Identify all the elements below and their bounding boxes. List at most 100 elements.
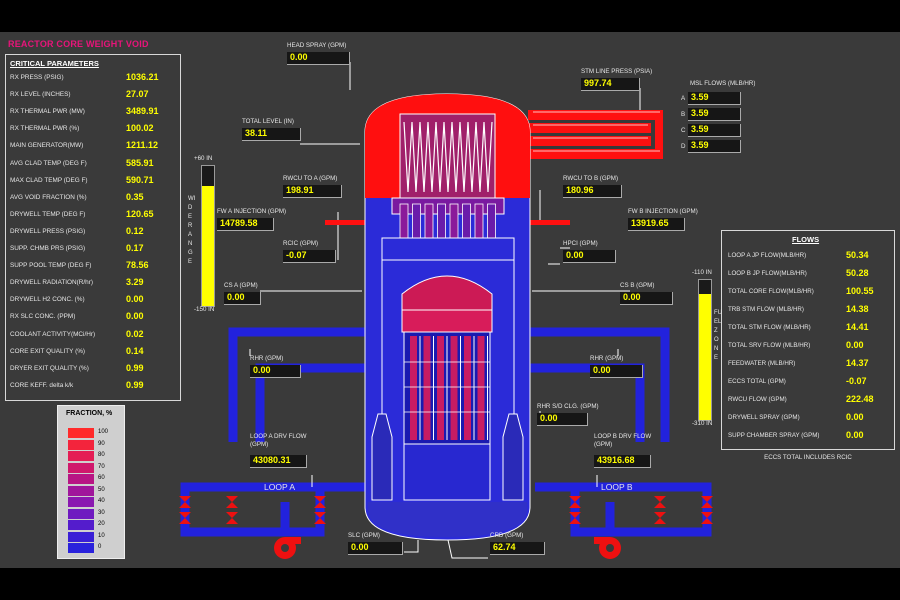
critical-row-label: CORE EXIT QUALITY (%) [10, 347, 86, 355]
msl-value-box: 3.59 [688, 124, 741, 137]
valve-icon[interactable] [654, 512, 666, 524]
msl-value-box: 3.59 [688, 140, 741, 153]
separator-tube [487, 203, 496, 239]
slc-value: 0.00 [351, 542, 369, 552]
critical-row-value: 0.00 [126, 311, 144, 322]
critical-row-value: 0.35 [126, 191, 144, 202]
flow-row-value: 0.00 [846, 412, 864, 422]
critical-row-value: 78.56 [126, 260, 149, 271]
legend-tick: 20 [98, 521, 105, 527]
cs-a-value: 0.00 [227, 292, 245, 302]
valve-icon[interactable] [179, 496, 191, 508]
legend-swatch [68, 474, 94, 484]
flow-row-label: TOTAL STM FLOW (MLB/HR) [728, 324, 811, 331]
critical-row-value: 0.99 [126, 379, 144, 390]
rwcu-b-label: RWCU TO B (GPM) [563, 175, 619, 182]
separator-tube [462, 203, 471, 239]
fuel-zone-gauge: -110 IN FUEL ZONE -310 IN [690, 269, 726, 429]
crd-value: 62.74 [493, 542, 516, 552]
crd-label: CRD (GPM) [490, 532, 524, 539]
flow-row: SUPP CHAMBER SPRAY (GPM)0.00 [728, 429, 888, 445]
critical-row-value: 3489.91 [126, 106, 159, 117]
legend-swatch [68, 543, 94, 553]
msl-value: 3.59 [691, 108, 709, 118]
fw-a-value: 14789.58 [220, 218, 258, 228]
msl-value: 3.59 [691, 92, 709, 102]
flow-row-value: 50.34 [846, 250, 869, 260]
recirc-pump-a[interactable] [274, 537, 301, 559]
fw-b-value: 13919.65 [631, 218, 669, 228]
legend-tick: 60 [98, 475, 105, 481]
loop-a-drv-value: 43080.31 [253, 455, 291, 465]
critical-row-label: RX LEVEL (INCHES) [10, 91, 71, 99]
msl-value-box: 3.59 [688, 108, 741, 121]
total-level-label: TOTAL LEVEL (IN) [242, 118, 294, 125]
flow-row: LOOP A JP FLOW(MLB/HR)50.34 [728, 249, 888, 265]
critical-row-value: 120.65 [126, 208, 154, 219]
separator-tube [474, 203, 484, 239]
valve-icon[interactable] [701, 512, 713, 524]
valve-icon[interactable] [179, 512, 191, 524]
valve-icon[interactable] [226, 496, 238, 508]
total-level-value: 38.11 [245, 128, 268, 138]
valve-icon[interactable] [314, 512, 326, 524]
flow-row: TOTAL STM FLOW (MLB/HR)14.41 [728, 321, 888, 337]
valve-icon[interactable] [701, 496, 713, 508]
wide-range-bottom: -150 IN [194, 306, 215, 313]
recirc-pump-b[interactable] [594, 537, 621, 559]
valve-icon[interactable] [226, 512, 238, 524]
msl-value: 3.59 [691, 124, 709, 134]
critical-row-value: 590.71 [126, 174, 154, 185]
flow-row-value: 100.55 [846, 286, 874, 296]
separator-tube [437, 203, 446, 239]
critical-row: AVG VOID FRACTION (%)0.35 [10, 192, 182, 206]
rhr-b-value: 0.00 [593, 365, 611, 375]
flow-row: DRYWELL SPRAY (GPM)0.00 [728, 411, 888, 427]
msl-id: A [681, 95, 686, 102]
critical-row: RX SLC CONC. (PPM)0.00 [10, 311, 182, 325]
valve-icon[interactable] [569, 496, 581, 508]
hpci-value: 0.00 [566, 250, 584, 260]
fuel-channel [437, 336, 444, 440]
critical-row-label: MAIN GENERATOR(MW) [10, 142, 84, 150]
legend-swatch [68, 439, 94, 450]
critical-row-label: SUPP POOL TEMP (DEG F) [10, 262, 92, 270]
critical-row-value: 100.02 [126, 123, 154, 134]
legend-tick: 50 [98, 486, 105, 493]
main-steam-lines [528, 110, 663, 159]
critical-row-value: 0.12 [126, 225, 144, 236]
legend-swatch [68, 451, 94, 461]
rhr-sdc-value: 0.00 [540, 413, 558, 423]
fuel-channel [450, 336, 458, 440]
flow-row: LOOP B JP FLOW(MLB/HR)50.28 [728, 267, 888, 283]
critical-row: SUPP POOL TEMP (DEG F) 78.56 [10, 260, 182, 274]
critical-row-value: 0.14 [126, 345, 144, 356]
msl-id: C [681, 127, 686, 134]
critical-row-label: AVG CLAD TEMP (DEG F) [10, 159, 87, 167]
loop-b-label: LOOP B [601, 482, 633, 492]
flow-row-label: TOTAL CORE FLOW(MLB/HR) [728, 288, 814, 295]
head-spray-label: HEAD SPRAY (GPM) [287, 42, 347, 49]
valve-icon[interactable] [654, 496, 666, 508]
legend-tick: 70 [98, 463, 105, 470]
legend-swatch [68, 520, 94, 530]
separator-tube [424, 203, 434, 239]
critical-row: COOLANT ACTIVITY(MCi/Hr)0.02 [10, 329, 182, 343]
recirc-loop-a [180, 327, 368, 537]
fraction-legend-title: FRACTION, % [66, 410, 113, 417]
loop-a-drv-label: LOOP A DRV FLOW (GPM) [250, 433, 307, 448]
wide-range-tube [201, 165, 215, 307]
critical-row: DRYWELL TEMP (DEG F)120.65 [10, 209, 182, 223]
stm-line-press-value: 997.74 [584, 78, 612, 88]
critical-row-label: MAX CLAD TEMP (DEG F) [10, 176, 88, 184]
fuel-channel [410, 336, 417, 440]
critical-row-label: RX THERMAL PWR (MW) [10, 108, 85, 116]
fuel-zone-fill [699, 294, 711, 420]
fuel-channel [423, 336, 431, 440]
critical-row-label: RX PRESS (PSIG) [10, 74, 64, 81]
legend-swatch [68, 428, 94, 438]
wide-range-fill [202, 185, 214, 306]
valve-icon[interactable] [314, 496, 326, 508]
valve-icon[interactable] [569, 512, 581, 524]
